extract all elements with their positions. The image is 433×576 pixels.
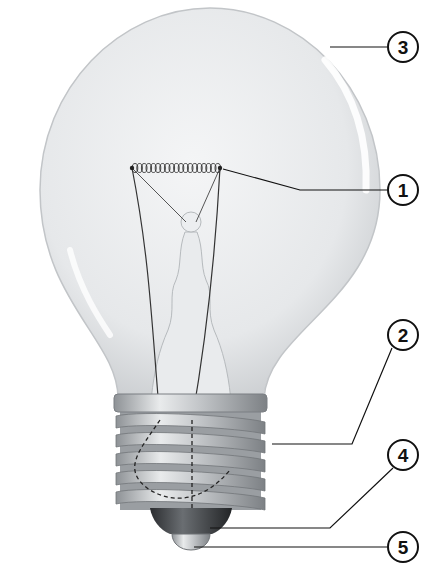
glass-highlight	[325, 60, 366, 190]
callout-text: 5	[398, 538, 409, 557]
leader-line	[210, 468, 393, 528]
callout-text: 1	[398, 181, 409, 200]
lead-in-wire	[192, 168, 220, 420]
thread-band	[116, 471, 265, 491]
callout-number: 1	[388, 175, 418, 205]
base-collar	[114, 394, 267, 412]
stem-bead	[181, 212, 201, 232]
thread-band	[116, 452, 265, 472]
glass-highlight	[70, 250, 110, 335]
leader-line	[223, 169, 387, 190]
leader-line	[194, 546, 387, 547]
filament-clamp	[130, 166, 134, 170]
thread-band	[116, 490, 265, 510]
callout-text: 2	[398, 326, 409, 345]
callout-circle	[388, 320, 418, 350]
callout-text: 3	[398, 38, 409, 57]
callout-circle	[388, 440, 418, 470]
support-wire	[196, 168, 220, 222]
lead-in-wire	[132, 168, 160, 420]
callout-circle	[388, 175, 418, 205]
filament	[132, 164, 220, 173]
callout-circle	[388, 532, 418, 562]
callout-number: 5	[388, 532, 418, 562]
callout-number: 4	[388, 440, 418, 470]
filament-clamp	[218, 166, 222, 170]
thread-band	[116, 433, 265, 453]
callout-number: 2	[388, 320, 418, 350]
insulator	[150, 508, 232, 534]
leader-line	[330, 46, 387, 47]
callout-number: 3	[388, 32, 418, 62]
callout-circle	[388, 32, 418, 62]
leader-line	[272, 348, 392, 444]
thread-band	[116, 414, 265, 434]
screw-base	[116, 408, 265, 510]
hidden-wire	[135, 420, 230, 498]
callout-text: 4	[398, 446, 409, 465]
